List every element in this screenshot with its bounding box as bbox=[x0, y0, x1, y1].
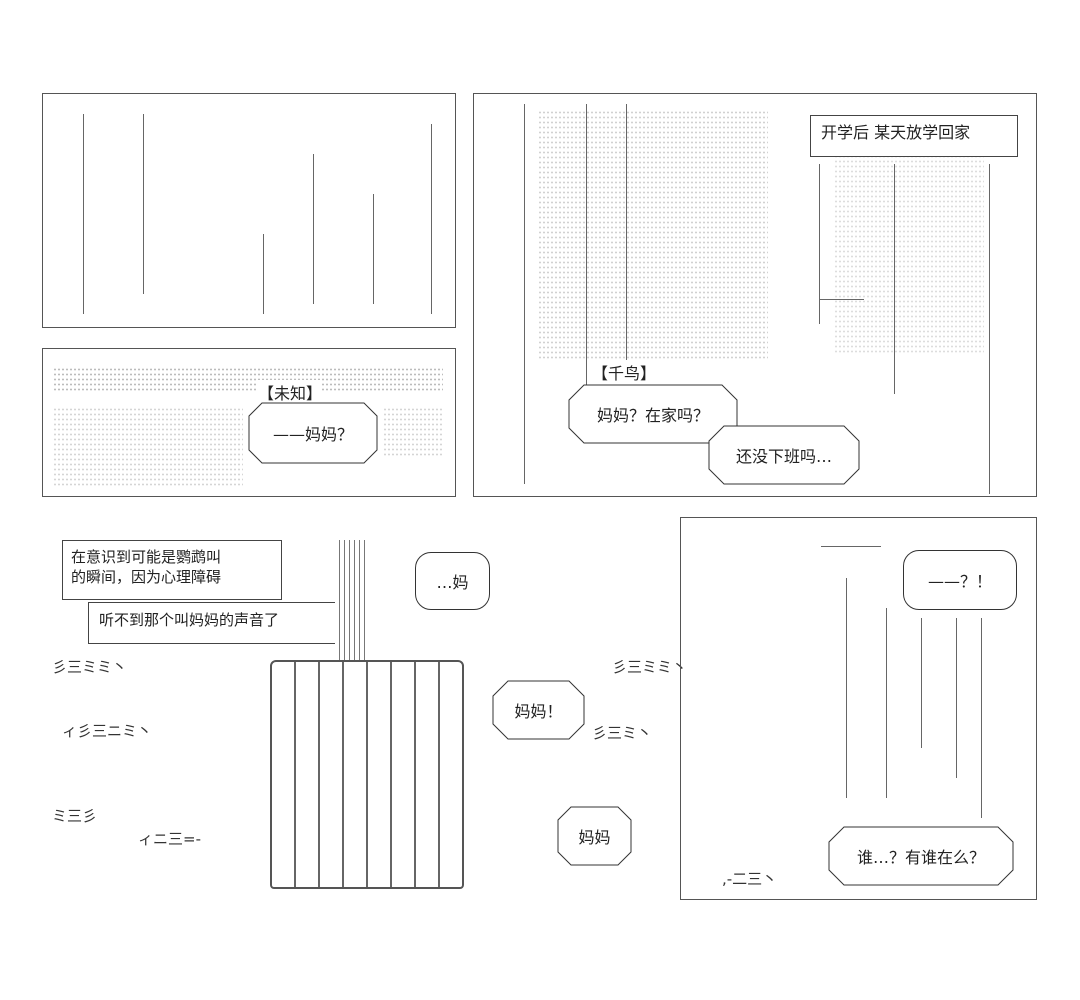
panel-chidori-startled bbox=[680, 517, 1037, 900]
sfx-wind-1: 彡三ミミ丶 bbox=[52, 658, 128, 676]
caption-after-school: 开学后 某天放学回家 bbox=[810, 115, 1018, 157]
panel-unknown-voice bbox=[42, 348, 456, 497]
speech-bubble-mom-small: 妈妈 bbox=[557, 806, 632, 866]
sfx-wind-5: ィ彡三ニミ丶 bbox=[62, 722, 153, 740]
sfx-wind-4: ミ三彡 bbox=[52, 807, 98, 825]
speaker-label-unknown: 【未知】 bbox=[258, 380, 323, 404]
sfx-wind-2: 彡三ミミ丶 bbox=[612, 658, 688, 676]
birdcage-top bbox=[335, 540, 365, 660]
speech-bubble-who-there: 谁…？有谁在么？ bbox=[828, 826, 1014, 886]
speech-bubble-mom-home: 妈妈？在家吗？ bbox=[568, 384, 738, 444]
sfx-wind-6: ィニ三=- bbox=[138, 830, 201, 848]
speech-bubble-unknown: ——妈妈？ bbox=[248, 402, 378, 464]
panel-chidori-home bbox=[473, 93, 1037, 497]
caption-parrot-realization: 在意识到可能是鹦鹉叫 的瞬间，因为心理障碍 bbox=[62, 540, 282, 600]
speech-bubble-not-back: 还没下班吗… bbox=[708, 425, 860, 485]
caption-cannot-hear: 听不到那个叫妈妈的声音了 bbox=[88, 602, 338, 644]
speech-bubble-shock: ——？！ bbox=[903, 550, 1017, 610]
sfx-footsteps: ,-二三丶 bbox=[722, 870, 778, 888]
speech-bubble-mom-shout: 妈妈！ bbox=[492, 680, 585, 740]
panel-hair-closeup bbox=[42, 93, 456, 328]
speech-bubble-cage-mom: …妈 bbox=[415, 552, 490, 610]
speaker-label-chidori: 【千鸟】 bbox=[592, 360, 657, 384]
birdcage-illustration bbox=[270, 660, 464, 889]
sfx-wind-3: 彡三ミ丶 bbox=[592, 724, 653, 742]
